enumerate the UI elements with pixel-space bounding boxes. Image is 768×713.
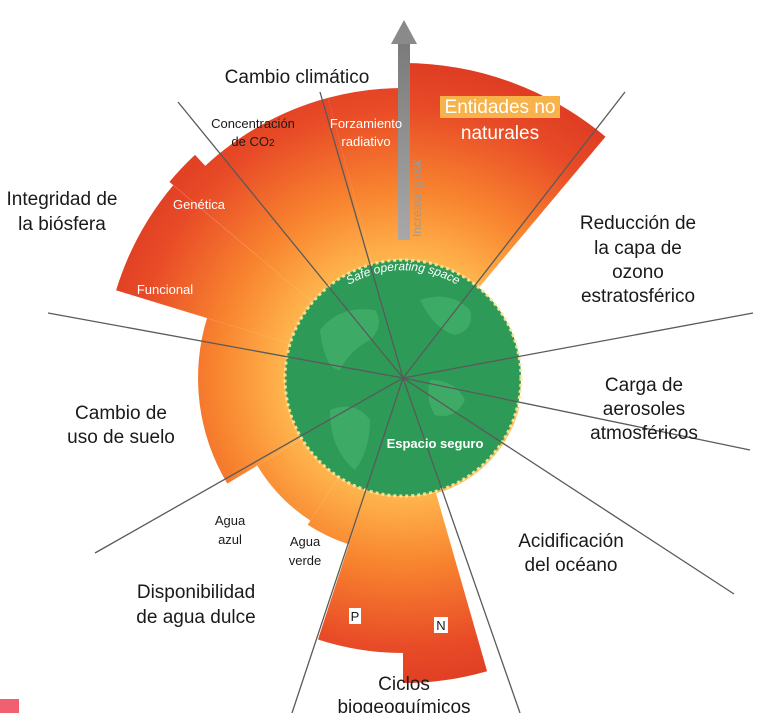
divider-line-5 [402,377,751,451]
divider-line-3 [402,91,626,379]
svg-text:radiativo: radiativo [341,134,390,149]
divider-line-7 [402,377,521,713]
svg-text:verde: verde [289,553,322,568]
svg-text:del océano: del océano [525,555,618,576]
svg-text:Reducción de: Reducción de [580,213,696,234]
divider-line-9 [94,377,404,554]
increasing-risk-label: Increasing risk [410,159,424,237]
svg-text:la capa de: la capa de [594,238,682,259]
label-biogeochemical-flows: Ciclos biogeoquímicos [337,674,470,713]
svg-text:Carga de: Carga de [605,375,683,396]
label-ocean-acidification: Acidificación del océano [518,531,624,576]
svg-text:uso de suelo: uso de suelo [67,427,175,448]
safe-boundary-ring [283,258,523,498]
divider-line-1 [177,101,404,379]
svg-text:naturales: naturales [461,123,539,144]
label-ozone-depletion: Reducción de la capa de ozono estratosfé… [580,213,696,307]
label-co2-concentration: Concentración de CO2 [211,116,295,149]
svg-text:Forzamiento: Forzamiento [330,116,402,131]
svg-text:Agua: Agua [215,513,246,528]
svg-text:Ciclos: Ciclos [378,674,430,695]
svg-text:ozono: ozono [612,262,664,283]
divider-line-4 [402,312,754,379]
svg-text:Concentración: Concentración [211,116,295,131]
svg-text:Entidades no: Entidades no [445,97,556,118]
label-novel-entities: Entidades no naturales [440,96,560,144]
label-radiative-forcing: Forzamiento radiativo [330,116,402,149]
svg-text:estratosférico: estratosférico [581,286,695,307]
svg-text:biogeoquímicos: biogeoquímicos [337,697,470,713]
label-land-system-change: Cambio de uso de suelo [67,403,175,448]
boundary-divider-lines [47,91,754,713]
label-green-water: Agua verde [289,534,322,568]
svg-text:azul: azul [218,532,242,547]
svg-text:la biósfera: la biósfera [18,214,106,235]
svg-text:Agua: Agua [290,534,321,549]
svg-text:Disponibilidad: Disponibilidad [137,582,255,603]
novel-entities-highlight [440,96,560,118]
svg-text:P: P [351,609,360,624]
safe-space-label: Espacio seguro [387,436,484,451]
svg-text:de CO2: de CO2 [231,134,275,149]
divider-line-8 [291,377,404,713]
corner-marker [0,699,19,713]
label-freshwater: Disponibilidad de agua dulce [136,582,255,628]
label-blue-water: Agua azul [215,513,246,547]
svg-text:atmosféricos: atmosféricos [590,423,698,444]
label-biosphere-integrity: Integridad de la biósfera [7,189,118,235]
svg-text:N: N [436,618,445,633]
label-nitrogen: N [434,617,448,633]
globe-continents [320,296,471,470]
label-aerosol-loading: Carga de aerosoles atmosféricos [590,375,698,444]
svg-text:Acidificación: Acidificación [518,531,624,552]
svg-text:Cambio de: Cambio de [75,403,167,424]
label-functional: Funcional [137,282,193,297]
svg-text:de agua dulce: de agua dulce [136,607,255,628]
svg-text:aerosoles: aerosoles [603,399,685,420]
increasing-risk-arrow [391,20,417,240]
label-genetic: Genética [173,197,226,212]
divider-line-10 [47,312,404,379]
label-climate-change: Cambio climático [225,67,370,88]
svg-text:Integridad de: Integridad de [7,189,118,210]
divider-line-6 [402,377,735,595]
label-phosphorus: P [349,608,361,624]
divider-line-2 [319,91,404,379]
